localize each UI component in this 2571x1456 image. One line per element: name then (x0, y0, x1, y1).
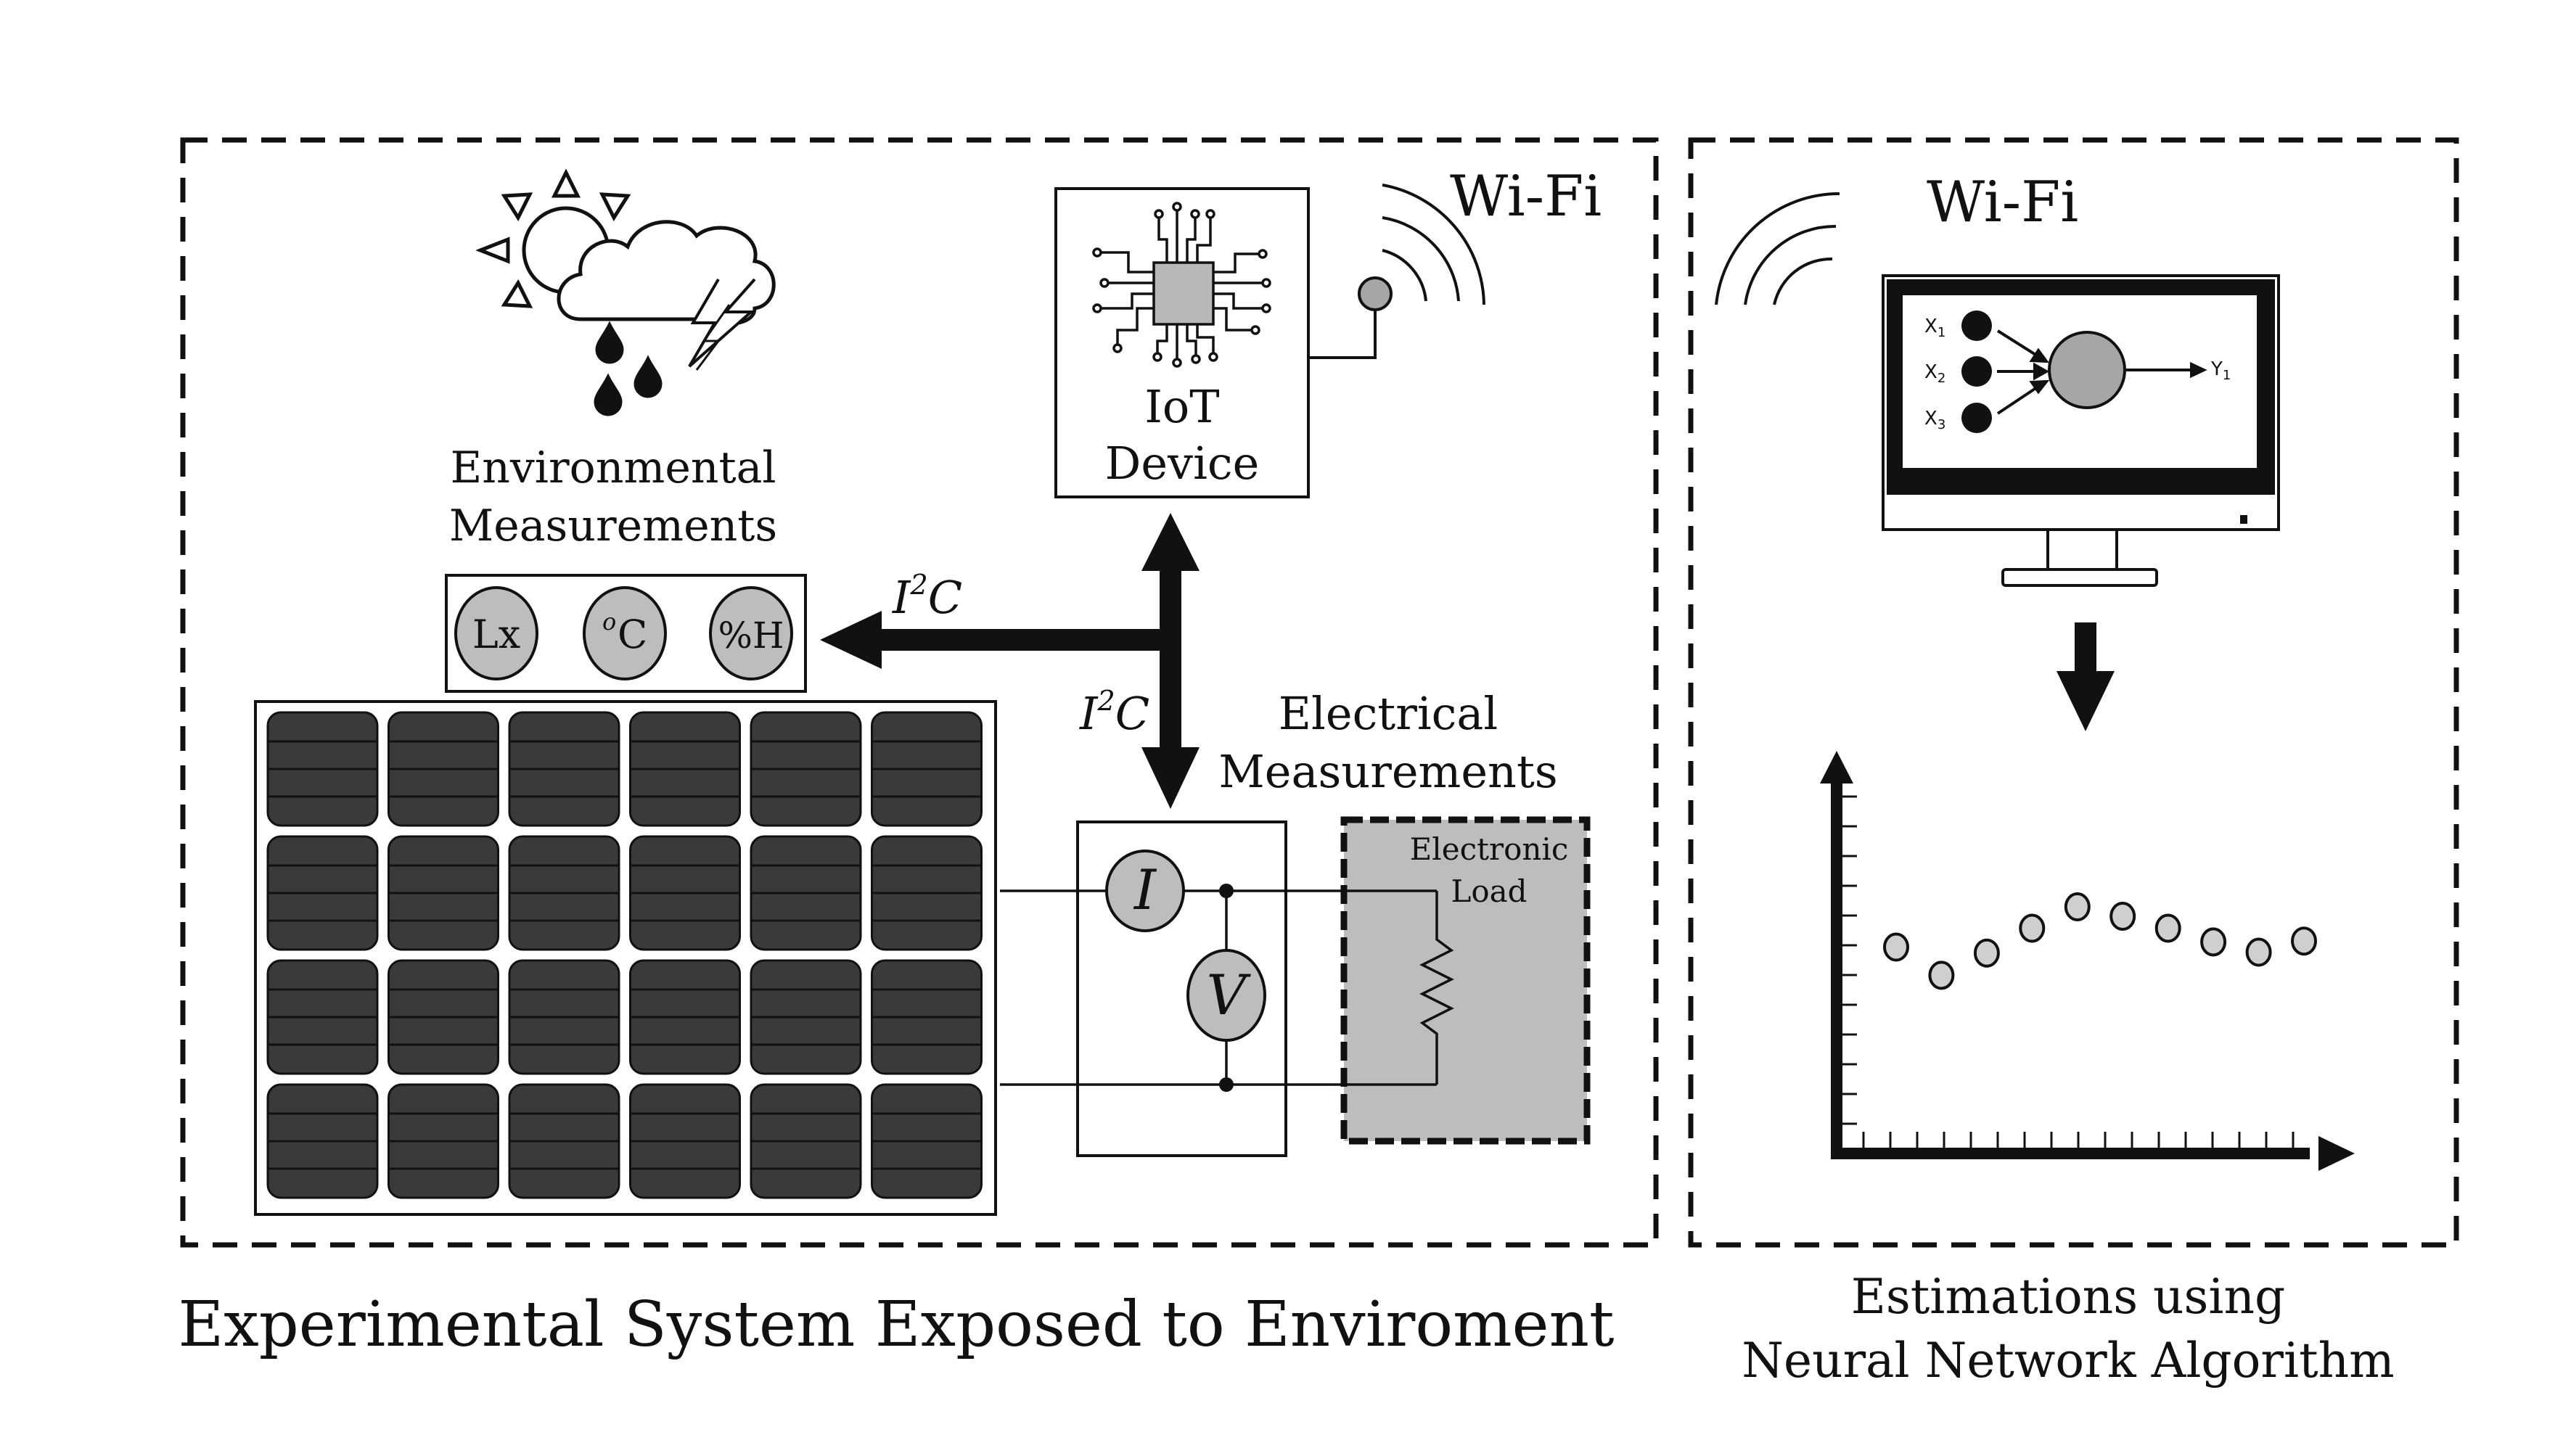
i2c-bus-arrows (820, 513, 1200, 809)
solar-cell (750, 835, 862, 951)
nn-input-x2: X2 (1924, 361, 1945, 386)
scatter-point (1973, 938, 2000, 968)
scatter-point (2154, 913, 2181, 943)
iot-device-box (1054, 187, 1310, 498)
solar-cell (388, 711, 499, 827)
voltmeter-label: V (1207, 963, 1252, 1027)
solar-cell (629, 711, 741, 827)
caption-experimental-system: Experimental System Exposed to Enviromen… (178, 1288, 1614, 1361)
caption-estimation-line1: Estimations using (1851, 1269, 2286, 1325)
experimental-system-frame (180, 137, 1659, 1248)
scatter-axis-ticks (1837, 795, 2295, 1153)
solar-cell (871, 711, 983, 827)
wifi-label-right: Wi-Fi (1927, 170, 2078, 235)
load-label-line2: Load (1451, 873, 1527, 909)
scatter-point (2064, 892, 2091, 921)
ammeter-label: I (1133, 857, 1157, 922)
solar-cell (871, 1083, 983, 1199)
nn-input-x1: X1 (1924, 316, 1945, 340)
temperature-degree-sup: o (602, 608, 616, 636)
junction-dot-bottom (1219, 1077, 1234, 1092)
solar-cell (871, 959, 983, 1075)
load-label-line1: Electronic (1410, 831, 1569, 867)
wifi-signal-icon-right (1715, 192, 1840, 305)
solar-cell (508, 711, 620, 827)
estimation-frame (1688, 137, 2459, 1248)
nn-input-x3: X3 (1924, 408, 1945, 432)
solar-cell (266, 959, 379, 1075)
wifi-label-left: Wi-Fi (1450, 164, 1602, 229)
solar-cell (750, 959, 862, 1075)
lux-sensor: Lx (454, 586, 538, 680)
solar-cell (266, 711, 379, 827)
lux-sensor-label: Lx (472, 612, 520, 657)
iot-label-line2: Device (1105, 437, 1260, 490)
temperature-sensor: o C (583, 586, 667, 680)
humidity-sensor-label: %H (718, 614, 784, 657)
solar-cell (508, 835, 620, 951)
voltmeter: V (1186, 949, 1266, 1042)
solar-panel (254, 700, 997, 1216)
solar-cell (508, 1083, 620, 1199)
solar-cell (629, 835, 741, 951)
solar-cell (750, 1083, 862, 1199)
caption-estimation-line2: Neural Network Algorithm (1742, 1333, 2394, 1389)
estimation-scatter-plot (1820, 751, 2355, 1171)
ammeter: I (1105, 850, 1185, 932)
electrical-label-line1: Electrical (1279, 687, 1498, 740)
solar-cell (871, 835, 983, 951)
humidity-sensor: %H (709, 586, 793, 680)
neural-network-icon: X1 X2 X3 Y1 (1924, 310, 2231, 433)
solar-cell (750, 711, 862, 827)
scatter-point (2019, 913, 2046, 943)
electronic-load-box (1340, 816, 1591, 1145)
down-arrow-icon (2057, 622, 2115, 731)
scatter-point (1928, 961, 1955, 990)
antenna-icon (1308, 276, 1393, 359)
junction-dot-top (1219, 884, 1234, 898)
iot-label-line1: IoT (1144, 380, 1219, 433)
wifi-signal-icon-left (1382, 184, 1485, 305)
solar-cell (388, 959, 499, 1075)
solar-cell (388, 1083, 499, 1199)
scatter-point (2245, 937, 2272, 967)
weather-icon (475, 168, 776, 416)
temperature-sensor-label: C (618, 612, 647, 657)
env-label-line2: Measurements (449, 501, 777, 551)
scatter-points (1883, 892, 2317, 990)
scatter-point (2200, 927, 2227, 957)
solar-cell (629, 959, 741, 1075)
load-resistor-icon (1419, 891, 1454, 1085)
i2c-label-vertical: I2C (1079, 685, 1149, 740)
solar-cell (266, 1083, 379, 1199)
i2c-label-horizontal: I2C (892, 569, 962, 624)
electrical-label-line2: Measurements (1218, 745, 1557, 798)
solar-cell (629, 1083, 741, 1199)
solar-cell (508, 959, 620, 1075)
solar-cell (388, 835, 499, 951)
scatter-point (2109, 902, 2136, 931)
scatter-point (2291, 926, 2317, 956)
env-label-line1: Environmental (450, 443, 776, 493)
scatter-point (1883, 932, 1909, 962)
scatter-axes (1820, 751, 2355, 1171)
chip-icon (1092, 202, 1271, 368)
nn-output-y1: Y1 (2210, 358, 2231, 383)
solar-cell (266, 835, 379, 951)
